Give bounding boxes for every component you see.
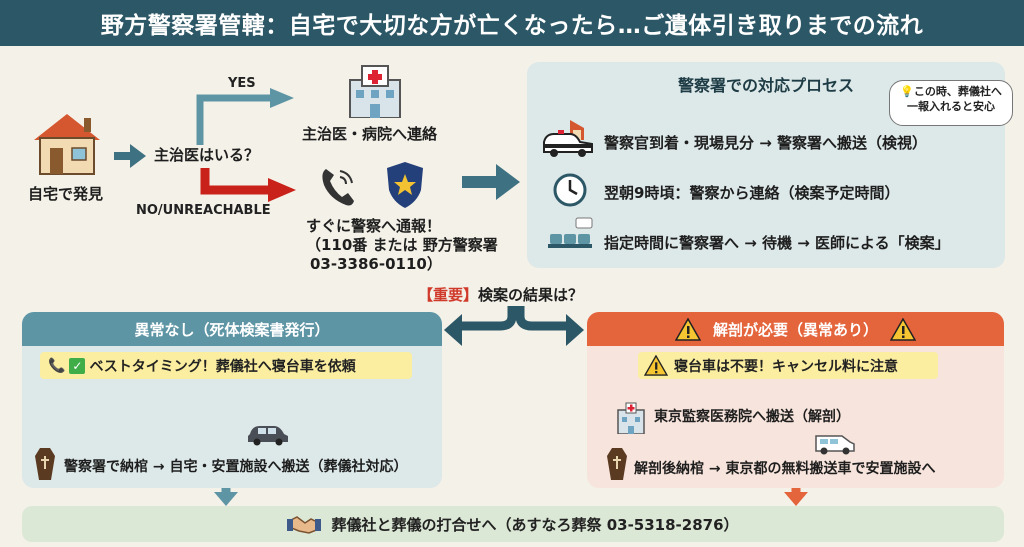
police-badge-icon [387, 162, 423, 208]
police-car-icon [543, 120, 593, 157]
phone-small-icon: 📞 [48, 357, 66, 374]
normal-highlight-text: ベストタイミング！葬儀社へ寝台車を依頼 [89, 358, 356, 375]
clock-icon [553, 173, 587, 207]
funeral-meeting-bar: 葬儀社と葬儀の打合せへ（あすなろ葬祭 03-5318-2876） [22, 506, 1004, 542]
result-question-text: 検案の結果は？ [478, 286, 584, 304]
yes-label: YES [228, 76, 256, 91]
normal-branch-highlight: 📞 ✓ ベストタイミング！葬儀社へ寝台車を依頼 [40, 352, 412, 379]
result-question: 【重要】検案の結果は？ [418, 284, 583, 305]
police-call-line1: すぐに警察へ通報！ [306, 217, 442, 235]
hearse-car-icon [248, 426, 288, 446]
normal-branch-header: 異常なし（死体検案書発行） [22, 312, 442, 346]
autopsy-step-2: 解剖後納棺 → 東京都の無料搬送車で安置施設へ [634, 461, 936, 477]
normal-branch-final: 警察署で納棺 → 自宅・安置施設へ搬送（葬儀社対応） [64, 459, 408, 475]
house-icon [34, 114, 100, 175]
home-label: 自宅で発見 [28, 185, 104, 203]
checkmark-icon: ✓ [69, 357, 86, 374]
process-step-1: 警察官到着・現場見分 → 警察署へ搬送（検視） [604, 134, 928, 152]
transport-van-icon [815, 435, 855, 455]
warning-icon [674, 317, 701, 341]
lightbulb-icon: 💡 [900, 85, 914, 98]
police-call-line2: （110番 または 野方警察署 [306, 235, 498, 254]
autopsy-highlight-text: 寝台車は不要！キャンセル料に注意 [674, 358, 898, 375]
question-label: 主治医はいる？ [154, 146, 260, 164]
funeral-tip-bubble: 💡この時、葬儀社へ 一報入れると安心 [889, 80, 1013, 126]
process-step-2: 翌朝9時頃：警察から連絡（検案予定時間） [604, 184, 900, 202]
bubble-line1: 💡この時、葬儀社へ [900, 85, 1002, 98]
medical-office-icon [617, 402, 645, 434]
autopsy-branch-header: 解剖が必要（異常あり） [587, 312, 1004, 346]
warning-icon [890, 317, 916, 341]
waiting-room-icon [548, 217, 593, 248]
autopsy-branch-highlight: 寝台車は不要！キャンセル料に注意 [638, 352, 938, 379]
warning-icon [644, 355, 668, 376]
police-call-block: すぐに警察へ通報！ （110番 または 野方警察署 03-3386-0110） [306, 217, 498, 273]
bubble-line2: 一報入れると安心 [907, 99, 995, 113]
coffin-icon [35, 448, 55, 480]
important-label: 【重要】 [418, 286, 479, 304]
coffin-icon [607, 448, 627, 480]
process-step-3: 指定時間に警察署へ → 待機 → 医師による「検案」 [604, 234, 950, 252]
page-title: 野方警察署管轄：自宅で大切な方が亡くなったら…ご遺体引き取りまでの流れ [0, 0, 1024, 46]
autopsy-step-1: 東京監察医務院へ搬送（解剖） [654, 409, 850, 425]
handshake-icon [287, 516, 322, 534]
police-call-line3: 03-3386-0110） [310, 254, 442, 273]
bottom-bar-text: 葬儀社と葬儀の打合せへ（あすなろ葬祭 03-5318-2876） [331, 515, 739, 534]
hospital-label: 主治医・病院へ連絡 [302, 125, 438, 143]
no-label: NO/UNREACHABLE [136, 203, 271, 218]
autopsy-header-text: 解剖が必要（異常あり） [712, 320, 878, 339]
police-process-title: 警察署での対応プロセス [677, 76, 854, 95]
hospital-icon [349, 65, 401, 118]
phone-icon [322, 169, 354, 206]
